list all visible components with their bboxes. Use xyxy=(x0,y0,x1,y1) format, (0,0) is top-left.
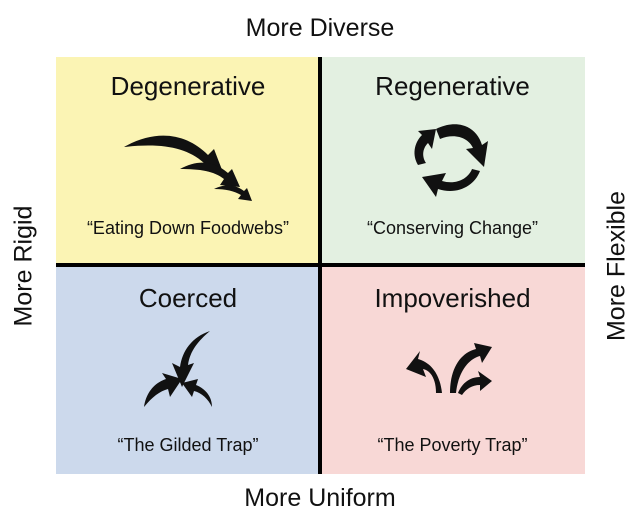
horizontal-divider xyxy=(56,263,585,267)
quadrant-subtitle: “The Gilded Trap” xyxy=(56,436,320,454)
axis-label-right: More Flexible xyxy=(605,191,628,341)
axis-label-top: More Diverse xyxy=(246,16,395,41)
quadrant-title: Impoverished xyxy=(320,285,585,311)
quadrant-coerced: Coerced “The Gilded Trap” xyxy=(56,265,320,474)
quadrant-title: Coerced xyxy=(56,285,320,311)
descending-arrows-icon xyxy=(116,119,256,205)
quadrant-degenerative: Degenerative “Eating Down Foodwebs” xyxy=(56,57,320,265)
quadrant-regenerative: Regenerative “Conserving Change” xyxy=(320,57,585,265)
diverging-arrows-icon xyxy=(406,341,496,397)
quadrant-title: Degenerative xyxy=(56,73,320,99)
axis-label-left: More Rigid xyxy=(12,206,37,327)
quadrant-subtitle: “The Poverty Trap” xyxy=(320,436,585,454)
axis-label-bottom: More Uniform xyxy=(244,486,395,511)
quadrant-subtitle: “Eating Down Foodwebs” xyxy=(56,219,320,237)
quadrant-subtitle: “Conserving Change” xyxy=(320,219,585,237)
quadrant-impoverished: Impoverished “The Poverty Trap” xyxy=(320,265,585,474)
cycle-arrows-icon xyxy=(406,115,496,199)
converging-arrows-icon xyxy=(138,327,218,411)
quadrant-title: Regenerative xyxy=(320,73,585,99)
